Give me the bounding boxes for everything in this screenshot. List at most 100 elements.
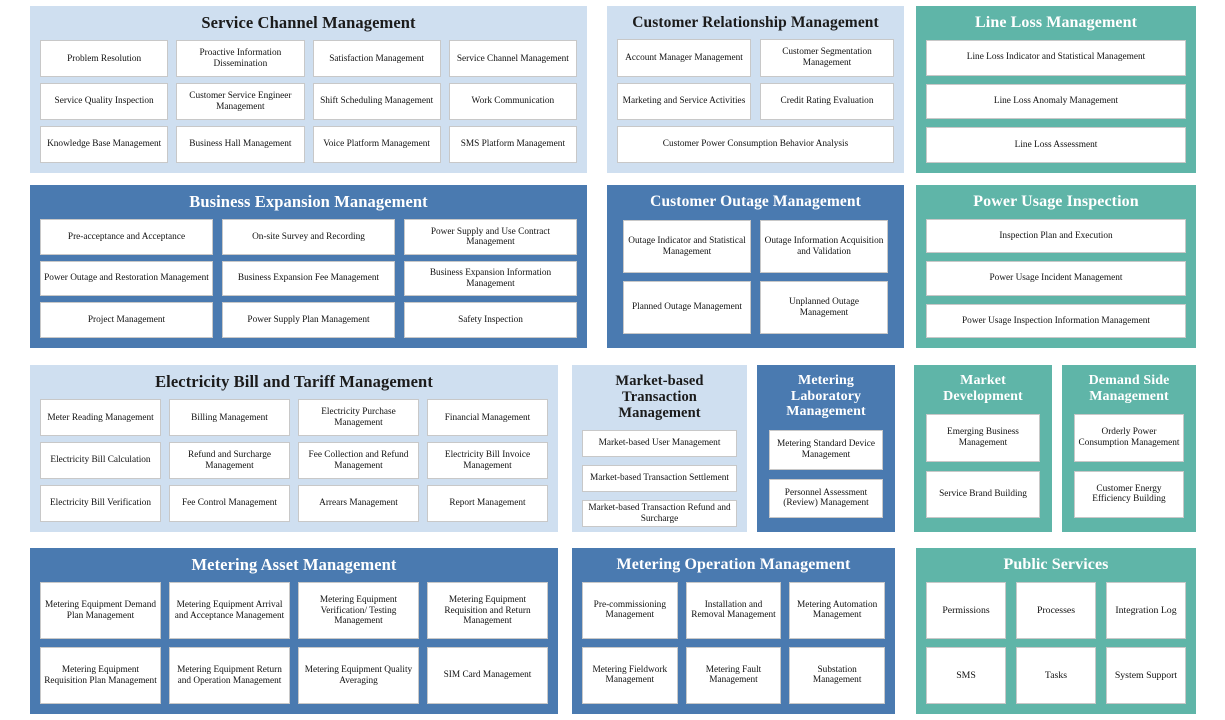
tile[interactable]: Business Expansion Fee Management	[222, 260, 395, 297]
tile[interactable]: Fee Collection and Refund Management	[298, 442, 419, 480]
tile[interactable]: Pre-acceptance and Acceptance	[40, 219, 213, 255]
tile[interactable]: Report Management	[427, 485, 548, 522]
tile[interactable]: Permissions	[926, 581, 1006, 639]
tile-grid: Inspection Plan and Execution Power Usag…	[926, 218, 1186, 338]
tile[interactable]: On-site Survey and Recording	[222, 219, 395, 255]
tile[interactable]: Metering Equipment Demand Plan Managemen…	[40, 582, 161, 640]
tile[interactable]: Refund and Surcharge Management	[169, 442, 290, 480]
tile-grid: Pre-acceptance and Acceptance On-site Su…	[40, 219, 577, 338]
tile[interactable]: SIM Card Management	[427, 647, 548, 704]
tile[interactable]: Metering Equipment Return and Operation …	[169, 647, 290, 704]
tile[interactable]: Work Communication	[448, 83, 577, 121]
panel-title: Line Loss Management	[975, 14, 1137, 31]
tile[interactable]: Pre-commissioning Management	[582, 581, 678, 639]
tile-grid: Line Loss Indicator and Statistical Mana…	[926, 39, 1186, 163]
tile[interactable]: Power Outage and Restoration Management	[40, 260, 213, 297]
tile[interactable]: Shift Scheduling Management	[312, 83, 441, 121]
tile[interactable]: Credit Rating Evaluation	[760, 82, 894, 120]
tile[interactable]: Metering Equipment Quality Averaging	[298, 647, 419, 704]
tile[interactable]: Electricity Bill Verification	[40, 485, 161, 522]
tile[interactable]: Power Supply and Use Contract Management	[404, 219, 577, 255]
tile[interactable]: Problem Resolution	[40, 40, 169, 78]
tile[interactable]: SMS Platform Management	[448, 126, 577, 163]
panel-public-services: Public Services Permissions Processes In…	[916, 548, 1196, 714]
tile[interactable]: Orderly Power Consumption Management	[1074, 414, 1184, 462]
tile[interactable]: Metering Equipment Verification/ Testing…	[298, 582, 419, 640]
tile[interactable]: System Support	[1106, 646, 1186, 704]
tile-grid: Pre-commissioning Management Installatio…	[582, 581, 885, 704]
tile[interactable]: Metering Equipment Requisition Plan Mana…	[40, 647, 161, 704]
tile[interactable]: Substation Management	[789, 646, 885, 704]
panel-title: Metering Operation Management	[616, 556, 851, 573]
tile[interactable]: Installation and Removal Management	[685, 581, 782, 639]
tile[interactable]: Service Channel Management	[448, 40, 577, 78]
tile[interactable]: Proactive Information Dissemination	[176, 40, 305, 78]
tile[interactable]: Metering Fault Management	[685, 646, 782, 704]
tile[interactable]: Line Loss Anomaly Management	[926, 83, 1186, 120]
tile[interactable]: Metering Automation Management	[789, 581, 885, 639]
tile[interactable]: Market-based Transaction Refund and Surc…	[582, 500, 737, 528]
panel-market-development: Market Development Emerging Business Man…	[914, 365, 1052, 532]
tile[interactable]: Market-based User Management	[582, 429, 737, 457]
tile[interactable]: Integration Log	[1106, 581, 1186, 639]
panel-metering-laboratory-management: Metering Laboratory Management Metering …	[757, 365, 895, 532]
tile[interactable]: Electricity Bill Calculation	[40, 442, 161, 480]
panel-title: Public Services	[1003, 556, 1109, 573]
tile[interactable]: Fee Control Management	[169, 485, 290, 522]
tile[interactable]: Line Loss Indicator and Statistical Mana…	[926, 39, 1186, 76]
panel-line-loss-management: Line Loss Management Line Loss Indicator…	[916, 6, 1196, 173]
tile[interactable]: Service Brand Building	[926, 470, 1040, 518]
tile[interactable]: Marketing and Service Activities	[617, 82, 751, 120]
panel-customer-outage-management: Customer Outage Management Outage Indica…	[607, 185, 904, 348]
tile[interactable]: Power Supply Plan Management	[222, 302, 395, 338]
tile-grid: Orderly Power Consumption Management Cus…	[1072, 412, 1186, 522]
tile[interactable]: Customer Service Engineer Management	[176, 83, 305, 121]
tile[interactable]: Business Expansion Information Managemen…	[404, 260, 577, 297]
tile[interactable]: Line Loss Assessment	[926, 127, 1186, 163]
panel-title: Customer Outage Management	[650, 193, 861, 210]
tile[interactable]: Business Hall Management	[176, 126, 305, 163]
tile[interactable]: Emerging Business Management	[926, 414, 1040, 462]
tile[interactable]: Unplanned Outage Management	[760, 281, 888, 334]
tile[interactable]: SMS	[926, 646, 1006, 704]
panel-title: Metering Asset Management	[191, 555, 397, 574]
tile[interactable]: Billing Management	[169, 399, 290, 437]
tile[interactable]: Personnel Assessment (Review) Management	[769, 478, 883, 518]
tile[interactable]: Outage Information Acquisition and Valid…	[760, 220, 888, 274]
tile[interactable]: Planned Outage Management	[623, 281, 751, 334]
tile[interactable]: Satisfaction Management	[312, 40, 441, 78]
tile[interactable]: Account Manager Management	[617, 39, 751, 77]
tile[interactable]: Safety Inspection	[404, 302, 577, 338]
tile[interactable]: Power Usage Inspection Information Manag…	[926, 303, 1186, 338]
tile[interactable]: Inspection Plan and Execution	[926, 218, 1186, 254]
tile[interactable]: Voice Platform Management	[312, 126, 441, 163]
tile-grid: Metering Standard Device Management Pers…	[767, 428, 885, 522]
tile[interactable]: Electricity Purchase Management	[298, 399, 419, 437]
tile[interactable]: Arrears Management	[298, 485, 419, 522]
tile[interactable]: Customer Energy Efficiency Building	[1074, 470, 1184, 518]
tile[interactable]: Processes	[1016, 581, 1096, 639]
tile[interactable]: Tasks	[1016, 646, 1096, 704]
tile[interactable]: Metering Equipment Requisition and Retur…	[427, 582, 548, 640]
tile[interactable]: Outage Indicator and Statistical Managem…	[623, 220, 751, 274]
tile[interactable]: Project Management	[40, 302, 213, 338]
tile[interactable]: Metering Standard Device Management	[769, 430, 883, 470]
panel-title: Service Channel Management	[201, 13, 416, 32]
tile[interactable]: Customer Segmentation Management	[760, 39, 894, 77]
tile-grid: Market-based User Management Market-base…	[582, 429, 737, 528]
tile[interactable]: Power Usage Incident Management	[926, 261, 1186, 296]
panel-power-usage-inspection: Power Usage Inspection Inspection Plan a…	[916, 185, 1196, 348]
tile-grid: Outage Indicator and Statistical Managem…	[617, 218, 894, 338]
tile[interactable]: Metering Equipment Arrival and Acceptanc…	[169, 582, 290, 640]
tile[interactable]: Electricity Bill Invoice Management	[427, 442, 548, 480]
tile[interactable]: Meter Reading Management	[40, 399, 161, 437]
panel-title: Electricity Bill and Tariff Management	[155, 372, 433, 391]
panel-electricity-bill-and-tariff-management: Electricity Bill and Tariff Management M…	[30, 365, 558, 532]
tile[interactable]: Metering Fieldwork Management	[582, 646, 678, 704]
tile[interactable]: Financial Management	[427, 399, 548, 437]
tile[interactable]: Service Quality Inspection	[40, 83, 169, 121]
tile[interactable]: Knowledge Base Management	[40, 126, 169, 163]
tile[interactable]: Market-based Transaction Settlement	[582, 464, 737, 493]
tile[interactable]: Customer Power Consumption Behavior Anal…	[617, 125, 894, 163]
